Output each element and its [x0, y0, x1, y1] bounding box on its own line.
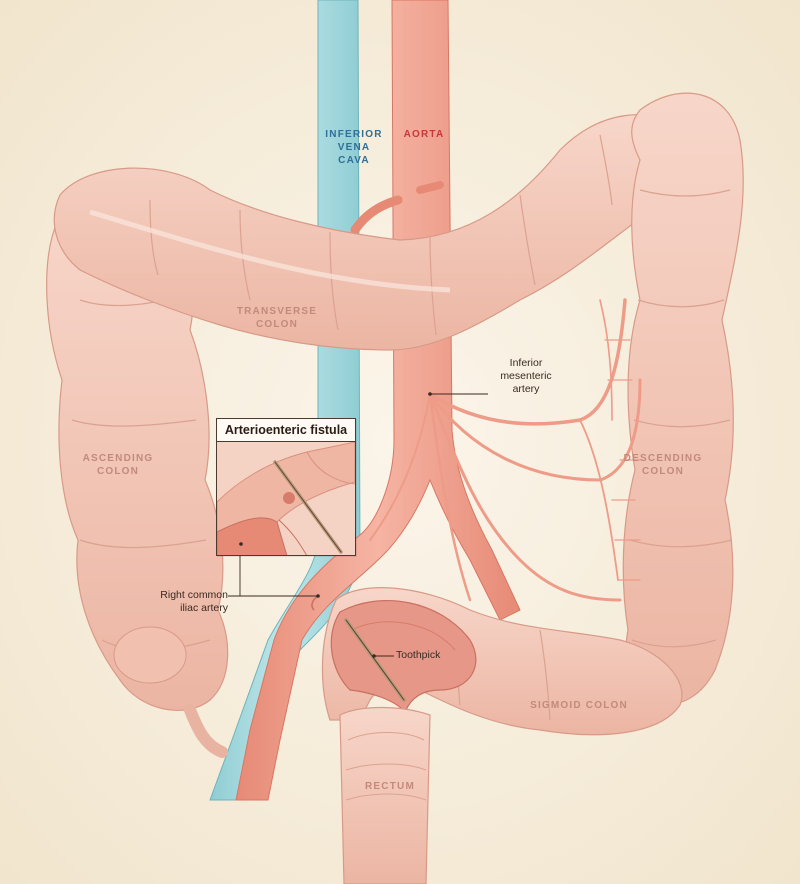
label-right-common-iliac-artery: Right common iliac artery	[160, 589, 228, 614]
point-inferior-mesenteric	[428, 392, 432, 396]
point-toothpick	[372, 654, 376, 658]
label-inferior-mesenteric-artery: Inferior mesenteric artery	[500, 357, 552, 395]
label-descending-colon: DESCENDING COLON	[623, 453, 703, 477]
inset-title: Arterioenteric fistula	[217, 419, 355, 442]
toothpick	[344, 618, 406, 702]
label-ascending-colon: ASCENDING COLON	[82, 453, 154, 477]
label-sigmoid-colon: SIGMOID COLON	[530, 700, 628, 711]
point-right-common-iliac	[316, 594, 320, 598]
label-toothpick: Toothpick	[396, 649, 441, 661]
rectum	[339, 706, 431, 884]
aorta	[235, 0, 521, 801]
label-rectum: RECTUM	[365, 781, 415, 792]
descending-colon	[622, 92, 744, 706]
label-aorta: AORTA	[403, 129, 445, 140]
opened-bowel-segment	[330, 600, 477, 714]
inset-illustration	[217, 442, 355, 555]
inferior-mesenteric-artery	[369, 298, 642, 602]
label-inferior-vena-cava: INFERIOR VENA CAVA	[325, 129, 383, 166]
ascending-colon	[46, 207, 229, 758]
label-transverse-colon: TRANSVERSE COLON	[236, 306, 318, 330]
inset-arterioenteric-fistula: Arterioenteric fistula	[216, 418, 356, 556]
